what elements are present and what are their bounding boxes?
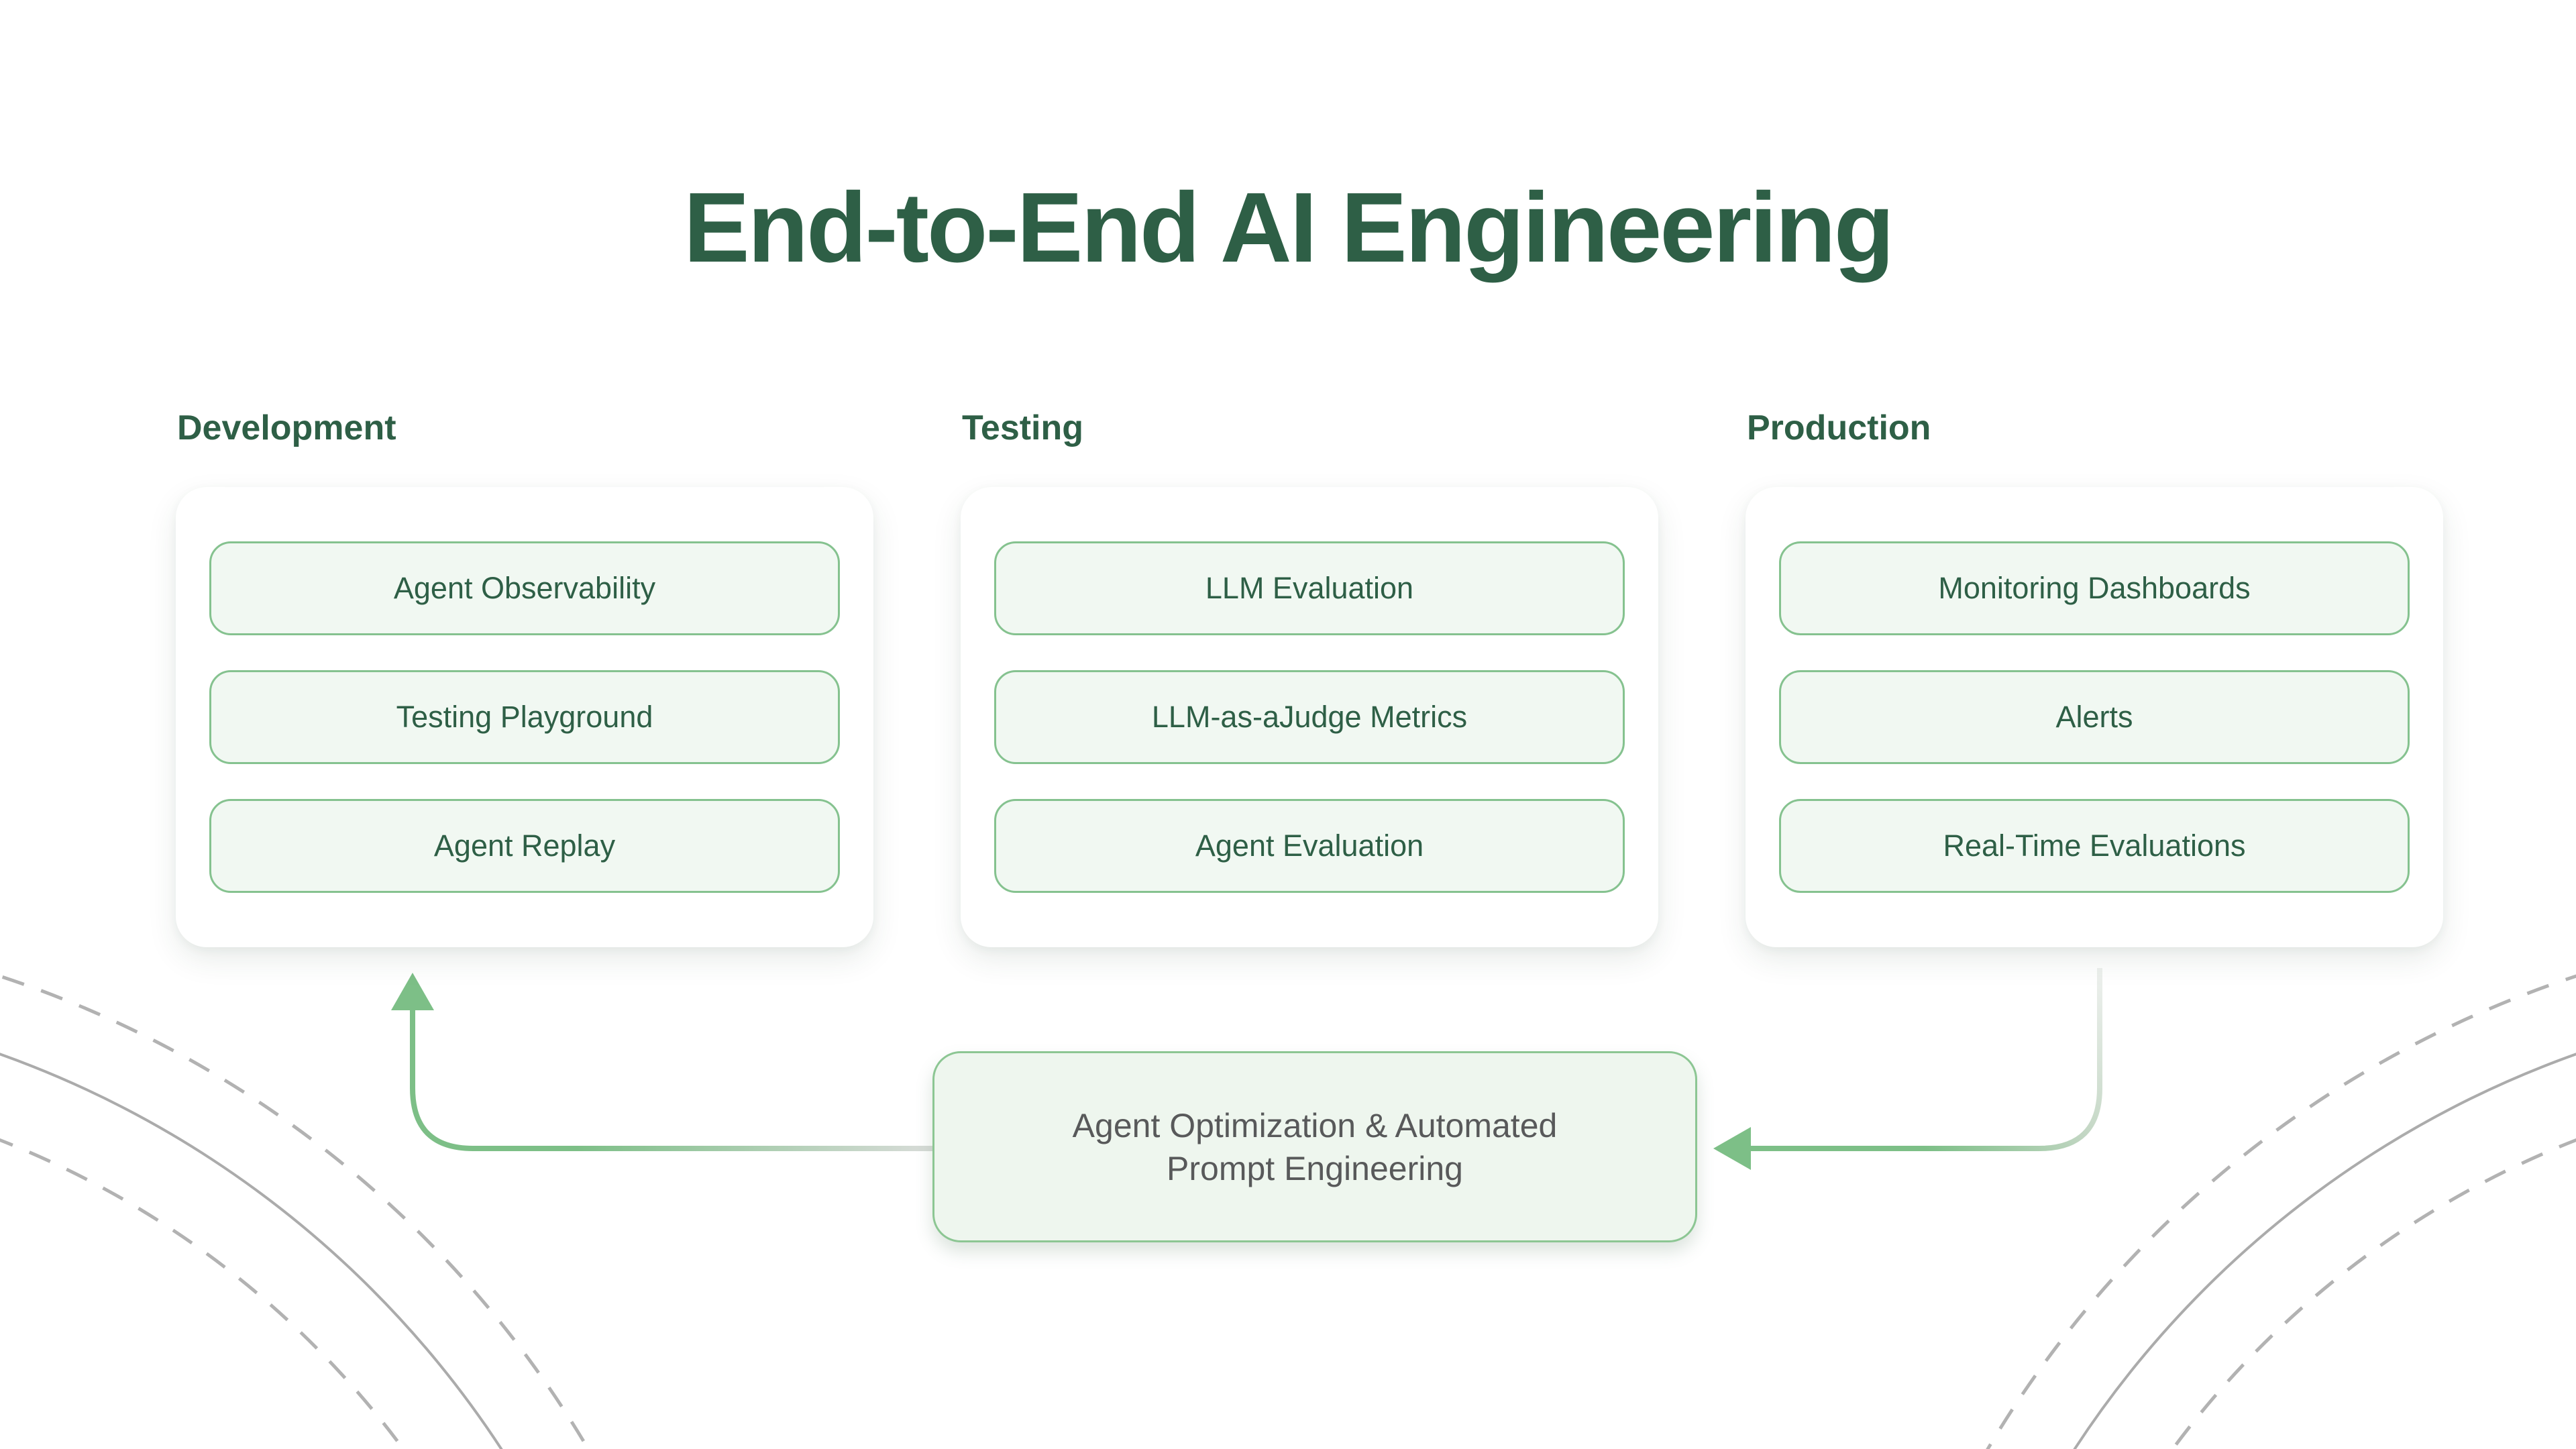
agent-optimization-box-line-2: Prompt Engineering [1167, 1149, 1463, 1187]
agent-optimization-box-line-1: Agent Optimization & Automated [1072, 1106, 1558, 1144]
page-title: End-to-End AI Engineering [683, 172, 1894, 283]
arrow-to-development-line [410, 1001, 934, 1151]
agent-optimization-box: Agent Optimization & Automated Prompt En… [932, 1051, 1697, 1242]
testing-card: LLM Evaluation LLM-as-aJudge Metrics Age… [961, 487, 1658, 947]
development-column-header: Development [177, 409, 396, 447]
production-column: Production Monitoring Dashboards Alerts … [1746, 408, 2443, 947]
real-time-evaluations-pill: Real-Time Evaluations [1779, 799, 2410, 893]
right-corner-arcs [1986, 974, 2576, 1449]
monitoring-dashboards-pill: Monitoring Dashboards [1779, 541, 2410, 635]
production-column-header: Production [1747, 409, 1931, 447]
llm-evaluation-pill: LLM Evaluation [994, 541, 1625, 635]
left-corner-arcs [0, 974, 590, 1449]
left-arrowhead-icon [1713, 1127, 1751, 1170]
production-card: Monitoring Dashboards Alerts Real-Time E… [1746, 487, 2443, 947]
arrow-from-production-line [1747, 968, 2102, 1151]
feedback-arrow-to-development [391, 973, 934, 1151]
feedback-arrow-from-production [1713, 968, 2102, 1170]
agent-observability-pill: Agent Observability [209, 541, 840, 635]
development-card: Agent Observability Testing Playground A… [176, 487, 873, 947]
agent-replay-pill: Agent Replay [209, 799, 840, 893]
development-column: Development Agent Observability Testing … [176, 408, 873, 947]
testing-column-header: Testing [962, 409, 1084, 447]
up-arrowhead-icon [391, 973, 434, 1010]
llm-as-a-judge-metrics-pill: LLM-as-aJudge Metrics [994, 670, 1625, 764]
agent-evaluation-pill: Agent Evaluation [994, 799, 1625, 893]
testing-playground-pill: Testing Playground [209, 670, 840, 764]
alerts-pill: Alerts [1779, 670, 2410, 764]
testing-column: Testing LLM Evaluation LLM-as-aJudge Met… [961, 408, 1658, 947]
